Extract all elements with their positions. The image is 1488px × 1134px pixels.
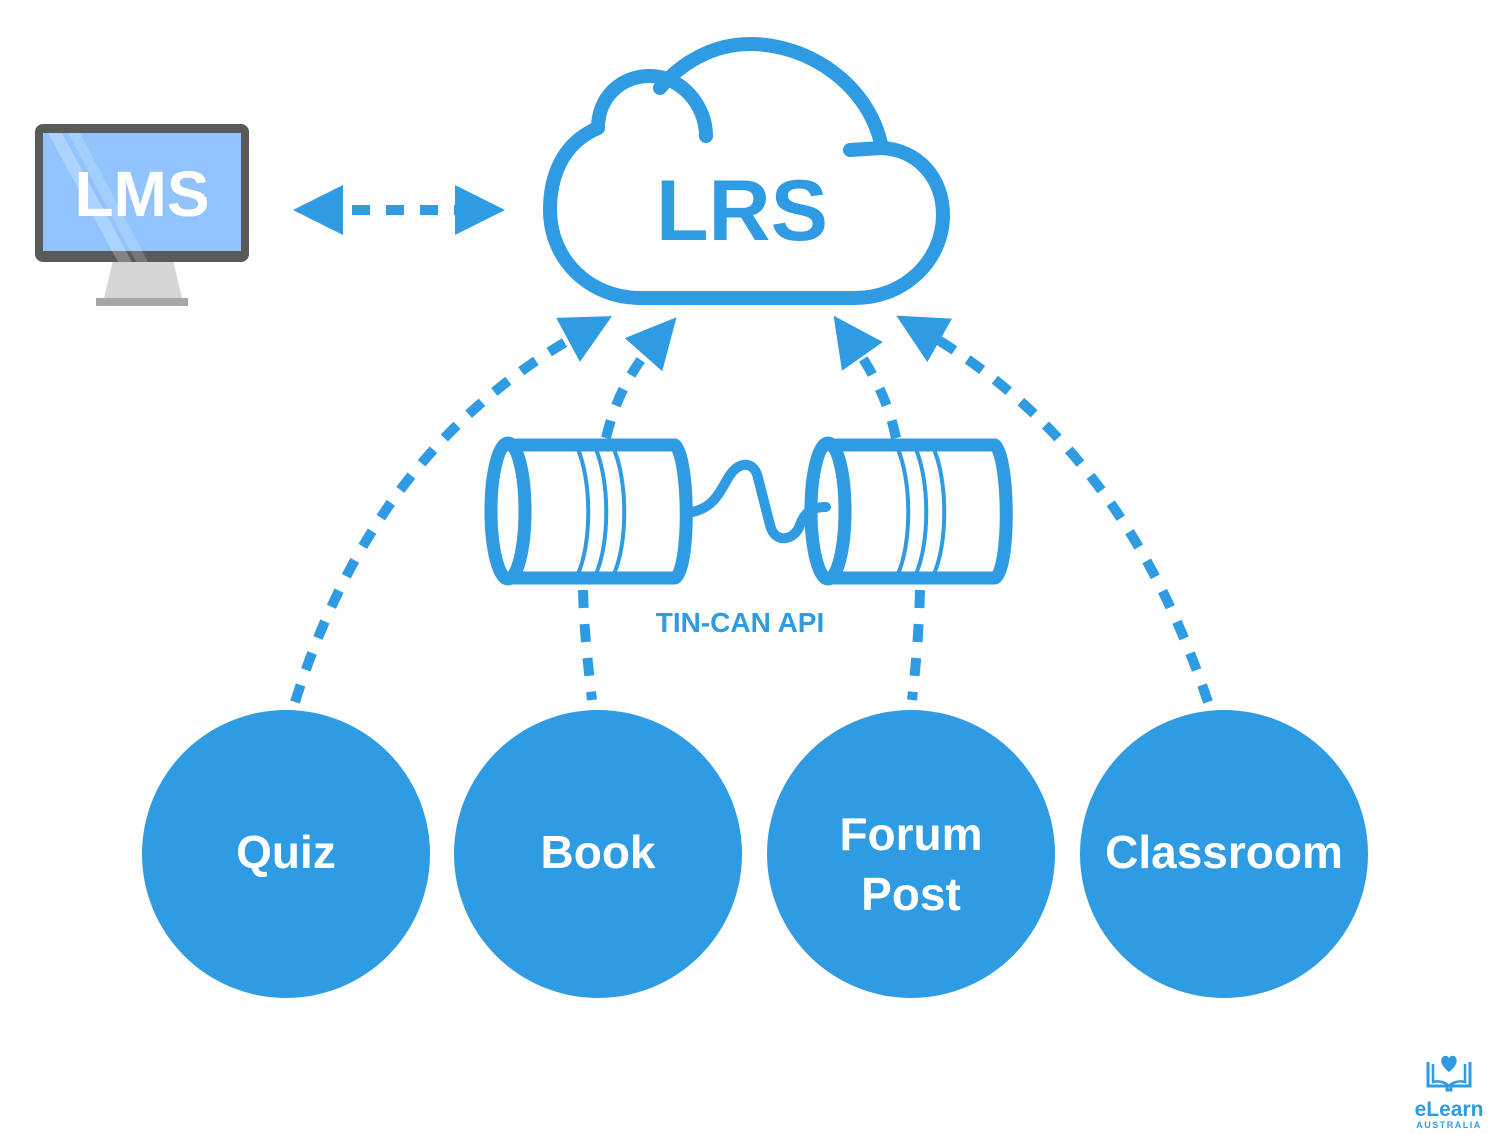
- quiz-to-lrs-connector: [290, 316, 612, 704]
- brand-subtitle: AUSTRALIA: [1416, 1120, 1482, 1130]
- monitor-base: [96, 298, 188, 306]
- node-label: Book: [541, 826, 656, 878]
- lms-monitor[interactable]: LMS: [35, 124, 249, 306]
- classroom-to-lrs-connector: [896, 315, 1213, 704]
- right-tin-can: [804, 436, 1013, 586]
- elearn-australia-logo[interactable]: eLearn AUSTRALIA: [1415, 1055, 1484, 1130]
- node-circle: [767, 710, 1055, 998]
- lrs-cloud[interactable]: LRS: [543, 37, 950, 305]
- monitor-stand: [104, 260, 182, 298]
- api-label: TIN-CAN API: [656, 607, 825, 638]
- node-label: Classroom: [1105, 826, 1343, 878]
- lrs-label: LRS: [656, 163, 828, 259]
- node-quiz[interactable]: Quiz: [142, 710, 430, 998]
- book-to-api-connector: [578, 589, 597, 701]
- book-api-to-lrs-connector: [601, 317, 677, 440]
- lms-label: LMS: [74, 158, 209, 230]
- node-label-line-2: Post: [861, 868, 961, 920]
- cloud-icon: [543, 37, 950, 305]
- forum-api-to-lrs-connector: [833, 315, 901, 440]
- left-tin-can: [484, 436, 693, 586]
- monitor-screen: [43, 133, 241, 251]
- screen-glare: [48, 133, 132, 262]
- screen-glare: [68, 133, 148, 262]
- tin-can-telephone-icon: [484, 436, 1013, 586]
- monitor-icon: [35, 124, 249, 306]
- node-book[interactable]: Book: [454, 710, 742, 998]
- node-circle: [142, 710, 430, 998]
- node-classroom[interactable]: Classroom: [1080, 710, 1368, 998]
- node-circle: [454, 710, 742, 998]
- heart-book-icon: [1426, 1055, 1472, 1092]
- node-label-line-1: Forum: [839, 808, 982, 860]
- node-label: Quiz: [236, 826, 336, 878]
- brand-name: eLearn: [1415, 1098, 1484, 1121]
- forum-to-api-connector: [907, 589, 925, 701]
- node-forum-post[interactable]: Forum Post: [767, 710, 1055, 998]
- node-circle: [1080, 710, 1368, 998]
